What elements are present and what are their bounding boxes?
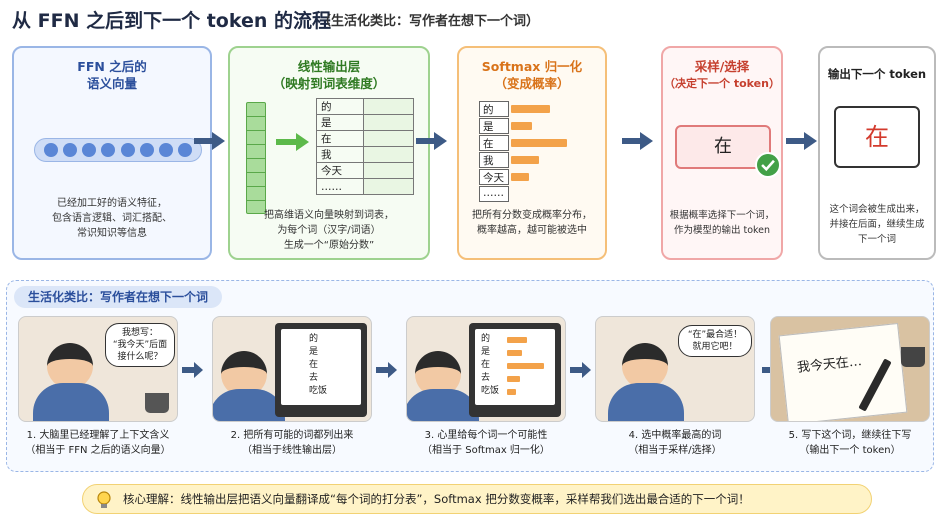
- probability-bar: [507, 337, 527, 343]
- lightbulb-icon: [97, 491, 111, 508]
- scene-caption: 5. 写下这个词，继续往下写 （输出下一个 token）: [788, 430, 912, 456]
- probability-word: 是: [479, 117, 509, 134]
- vector-column-graphic: [246, 102, 266, 214]
- check-icon: [755, 152, 781, 178]
- probability-row: ……: [479, 185, 567, 202]
- arrow-right-icon: [416, 132, 447, 150]
- scene-probabilities: 的 是 在 去 吃饭: [406, 316, 566, 422]
- probability-row: 今天: [479, 168, 567, 185]
- probability-bar: [511, 121, 532, 130]
- selected-token: 在: [675, 125, 771, 169]
- scene-caption: 1. 大脑里已经理解了上下文含义 （相当于 FFN 之后的语义向量）: [25, 430, 171, 456]
- probability-word: 在: [479, 134, 509, 151]
- probability-word: 今天: [479, 168, 509, 185]
- arrow-right-icon: [276, 133, 309, 151]
- arrow-right-icon: [182, 362, 203, 378]
- probability-row: 我: [479, 151, 567, 168]
- probability-row: 在: [479, 134, 567, 151]
- word-list: 的 是 在 去 吃饭: [481, 334, 500, 396]
- stage-softmax: Softmax 归一化 （变成概率） 的是在我今天…… 把所有分数变成概率分布，…: [457, 46, 607, 260]
- output-token: 在: [834, 106, 920, 168]
- stage-description: 已经加工好的语义特征， 包含语言逻辑、词汇搭配、 常识知识等信息: [52, 198, 172, 239]
- stage-sampling: 采样/选择 （决定下一个 token） 在 根据概率选择下一个词， 作为模型的输…: [661, 46, 783, 260]
- stage-linear-layer: 线性输出层 （映射到词表维度） 的 是 在 我 今天 …… 把高维语义向量映射到…: [228, 46, 430, 260]
- probability-row: 是: [479, 117, 567, 134]
- stage-description: 把所有分数变成概率分布， 概率越高，越可能被选中: [472, 210, 592, 236]
- stage-title: 线性输出层 （映射到词表维度）: [272, 59, 386, 91]
- stage-title: Softmax 归一化 （变成概率）: [481, 59, 583, 91]
- scene-caption: 2. 把所有可能的词都列出来 （相当于线性输出层）: [230, 430, 354, 456]
- arrow-right-icon: [622, 132, 653, 150]
- probability-bar: [511, 155, 539, 164]
- scene-choose-word: “在”最合适！ 就用它吧！: [595, 316, 755, 422]
- analogy-tag: 生活化类比：写作者在想下一个词: [14, 286, 222, 308]
- probability-list: 的是在我今天……: [479, 100, 567, 202]
- notebook-illustration: 我今天在…: [778, 322, 908, 421]
- probability-word: ……: [479, 185, 509, 202]
- stage-description: 把高维语义向量映射到词表， 为每个词（汉字/词语） 生成一个“原始分数”: [264, 210, 394, 251]
- probability-word: 我: [479, 151, 509, 168]
- probability-word: 的: [479, 100, 509, 117]
- probability-bar: [507, 350, 522, 356]
- probability-bars: [507, 333, 551, 402]
- mug-icon: [145, 393, 169, 413]
- stage-output-token: 输出下一个 token 在 这个词会被生成出来， 并接在后面，继续生成 下一个词: [818, 46, 936, 260]
- probability-bar: [511, 104, 550, 113]
- page-subtitle: （生活化类比：写作者在想下一个词）: [318, 14, 540, 29]
- scene-list-words: 的 是 在 去 吃饭: [212, 316, 372, 422]
- writer-illustration: [47, 343, 93, 389]
- scene-write-word: 我今天在…: [770, 316, 930, 422]
- probability-bar: [507, 376, 520, 382]
- word-list: 的 是 在 去 吃饭: [309, 334, 328, 396]
- arrow-right-icon: [194, 132, 225, 150]
- thought-bubble: 我想写： “我今天”后面 接什么呢？: [105, 323, 175, 367]
- scene-caption: 3. 心里给每个词一个可能性 （相当于 Softmax 归一化）: [422, 430, 550, 456]
- probability-bar: [511, 172, 529, 181]
- speech-bubble: “在”最合适！ 就用它吧！: [678, 325, 752, 357]
- vocab-table: 的 是 在 我 今天 ……: [316, 98, 414, 195]
- semantic-vector-graphic: [34, 138, 202, 162]
- scene-caption: 4. 选中概率最高的词 （相当于采样/选择）: [628, 430, 722, 456]
- stage-semantic-vector: FFN 之后的 语义向量 已经加工好的语义特征， 包含语言逻辑、词汇搭配、 常识…: [12, 46, 212, 260]
- arrow-right-icon: [376, 362, 397, 378]
- core-takeaway-text: 核心理解：线性输出层把语义向量翻译成“每个词的打分表”，Softmax 把分数变…: [123, 492, 750, 506]
- probability-bar: [507, 389, 516, 395]
- stage-title: FFN 之后的 语义向量: [77, 59, 147, 91]
- core-takeaway: 核心理解：线性输出层把语义向量翻译成“每个词的打分表”，Softmax 把分数变…: [82, 484, 872, 514]
- stage-description: 这个词会被生成出来， 并接在后面，继续生成 下一个词: [829, 204, 925, 245]
- mug-icon: [901, 347, 925, 367]
- probability-bar: [507, 363, 544, 369]
- arrow-right-icon: [570, 362, 591, 378]
- stage-title: 采样/选择 （决定下一个 token）: [664, 59, 780, 90]
- arrow-right-icon: [786, 132, 817, 150]
- probability-row: 的: [479, 100, 567, 117]
- probability-bar: [511, 138, 567, 147]
- page-title: 从 FFN 之后到下一个 token 的流程: [12, 10, 331, 32]
- stage-description: 根据概率选择下一个词， 作为模型的输出 token: [669, 210, 775, 236]
- stage-title: 输出下一个 token: [827, 67, 927, 81]
- scene-thinking: 我想写： “我今天”后面 接什么呢？: [18, 316, 178, 422]
